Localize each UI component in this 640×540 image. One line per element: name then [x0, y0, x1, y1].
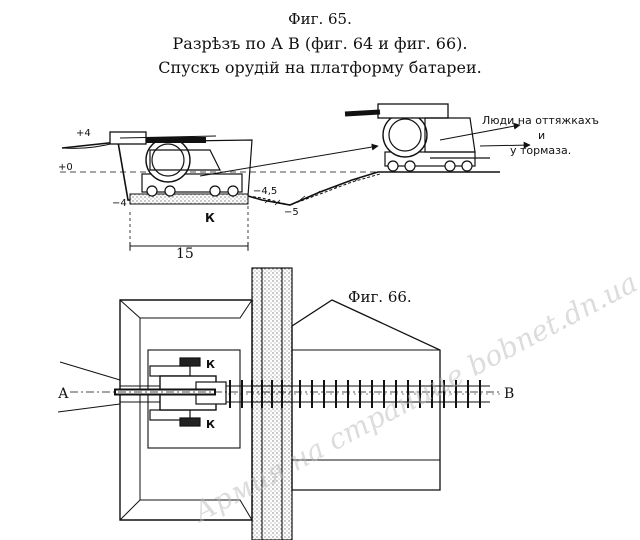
label-point-b: В: [504, 386, 514, 402]
section-view: [60, 103, 531, 252]
label-k-plan-bottom: К: [206, 418, 215, 431]
figure-65-number: Фиг. 65.: [288, 10, 352, 28]
label-minus4: −4: [112, 198, 127, 209]
label-people-line1: Люди на оттяжкахъ: [482, 114, 599, 127]
label-plus4: +4: [76, 128, 91, 139]
label-point-a: А: [58, 386, 69, 402]
gun-on-platform: [109, 131, 243, 197]
gun-on-rails: [344, 103, 490, 172]
label-minus5: −5: [284, 207, 299, 218]
figure-65-title: Разрѣзъ по А В (фиг. 64 и фиг. 66).: [172, 34, 468, 53]
ground-profile: [61, 141, 500, 206]
figure-66-number: Фиг. 66.: [348, 288, 412, 306]
label-people-line2: у тормаза.: [510, 144, 571, 157]
label-minus45: −4,5: [253, 186, 277, 197]
figure-65-subtitle: Спускъ орудій на платформу батареи.: [158, 58, 482, 77]
pull-line-upper: [199, 143, 379, 177]
sleepers: [229, 380, 481, 408]
label-people-and: и: [538, 129, 545, 142]
right-shelter: [291, 299, 441, 491]
inner-platform: [147, 349, 241, 449]
rope-arrow-1: [439, 122, 521, 141]
rope-arrow-2: [479, 141, 531, 149]
platform-k: [129, 193, 249, 205]
label-k-plan-top: К: [206, 358, 215, 371]
label-zero: +0: [58, 162, 73, 173]
label-k-section: К: [205, 211, 215, 225]
plan-view: [57, 267, 500, 540]
label-dimension: 15: [176, 246, 194, 262]
